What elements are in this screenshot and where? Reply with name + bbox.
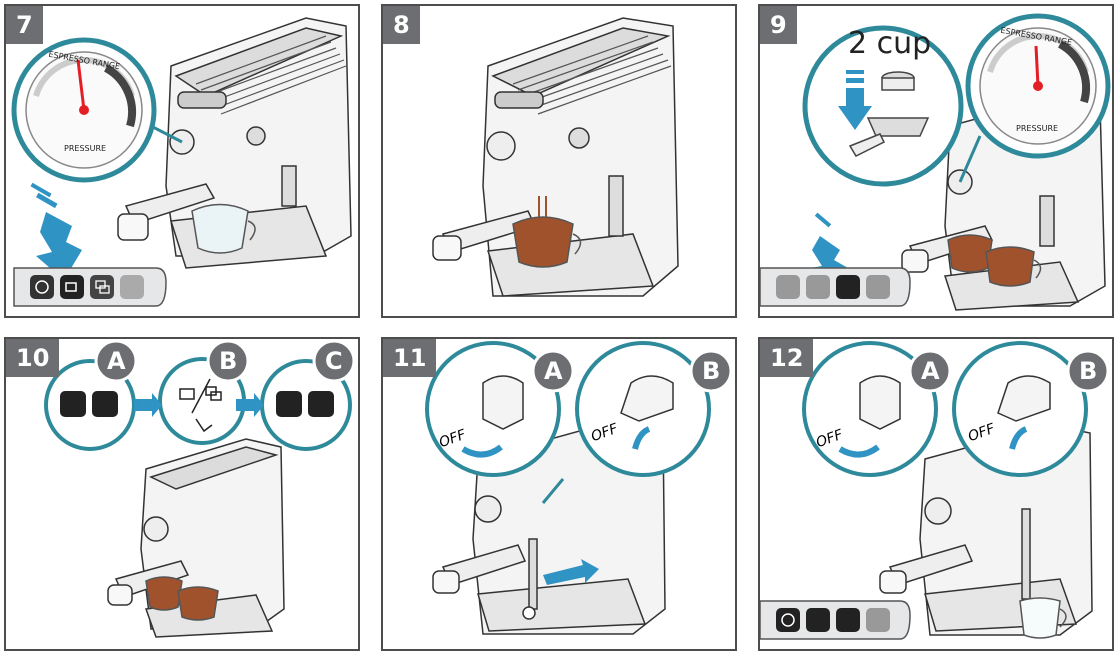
callout-letter-a [94, 339, 138, 383]
step-number: 7 [6, 6, 43, 44]
callout-letter-a-text: A [544, 357, 563, 385]
callout-letter-a-text: A [921, 357, 940, 385]
button-panel [760, 600, 911, 640]
step-10-illustration [44, 339, 356, 638]
gauge-needle [76, 59, 86, 111]
button-panel [760, 267, 911, 307]
step-number: 10 [6, 339, 60, 377]
gauge-needle [1034, 45, 1040, 87]
callout-c-lights-steady [260, 359, 352, 451]
callout-letter-b [689, 349, 733, 393]
callout-b-knob-on [575, 341, 711, 477]
step-panel-7: 7 ESPRESSO RANGE PRESSURE [4, 4, 360, 318]
step-number: 8 [383, 6, 420, 44]
callout-letter-a-text: A [107, 347, 126, 375]
milk-jug [1019, 597, 1067, 639]
step-panel-10: 10 A B C [4, 337, 360, 651]
gauge-caption: PRESSURE [64, 144, 107, 153]
step-11-illustration [425, 341, 733, 635]
power-icon [776, 608, 800, 632]
espresso-machine [432, 418, 666, 635]
descale-icon [866, 275, 890, 299]
filter-basket-callout [802, 25, 964, 187]
callout-letter-b [1066, 349, 1110, 393]
step-panel-9: 9 2 cup ESPRESSO RANGE PRESSURE [758, 4, 1114, 318]
filled-coffee-cup-right [985, 246, 1042, 287]
step-panel-8: 8 [381, 4, 737, 318]
step-8-illustration [432, 17, 679, 297]
callout-a-knob-off [802, 341, 938, 477]
pressure-gauge-callout [958, 13, 1111, 183]
step-panel-12: 12 A B OFF OFF [758, 337, 1114, 651]
power-icon [776, 275, 800, 299]
filled-coffee-cup [512, 216, 582, 268]
next-arrow-icon [134, 393, 264, 417]
callout-letter-c [312, 339, 356, 383]
callout-a-knob-off [425, 341, 561, 477]
callout-letter-b [206, 339, 250, 383]
filled-coffee-cup-left [947, 234, 993, 273]
step-12-illustration [760, 341, 1110, 640]
double-cup-icon [836, 608, 860, 632]
double-cup-icon [836, 275, 860, 299]
button-panel [13, 267, 167, 307]
double-cup-icon [90, 275, 114, 299]
step-number: 12 [760, 339, 814, 377]
step-number: 9 [760, 6, 797, 44]
insert-down-arrow-icon [838, 70, 872, 130]
press-down-arrow-icon [30, 182, 82, 280]
step-7-illustration [11, 17, 352, 307]
descale-icon [120, 275, 144, 299]
callout-letter-c-text: C [325, 347, 343, 375]
empty-glass-cup [191, 203, 256, 254]
single-cup-icon [60, 275, 84, 299]
cup-size-label: 2 cup [848, 26, 932, 61]
callout-a-lights-flashing [44, 359, 136, 451]
espresso-machine [879, 424, 1093, 636]
step-9-illustration [760, 13, 1111, 311]
callout-b-knob-on [952, 341, 1088, 477]
callout-letter-b-text: B [1079, 357, 1098, 385]
step-number: 11 [383, 339, 437, 377]
single-cup-icon [806, 275, 830, 299]
power-icon [30, 275, 54, 299]
callout-letter-b-text: B [219, 347, 238, 375]
descale-icon [866, 608, 890, 632]
single-cup-icon [806, 608, 830, 632]
callout-letter-a [908, 349, 952, 393]
callout-letter-a [531, 349, 575, 393]
pressure-gauge-callout [11, 37, 183, 183]
step-panel-11: 11 A B OFF OFF [381, 337, 737, 651]
gauge-caption: PRESSURE [1016, 124, 1059, 133]
turn-arrow-icon [543, 559, 599, 585]
callout-letter-b-text: B [702, 357, 721, 385]
